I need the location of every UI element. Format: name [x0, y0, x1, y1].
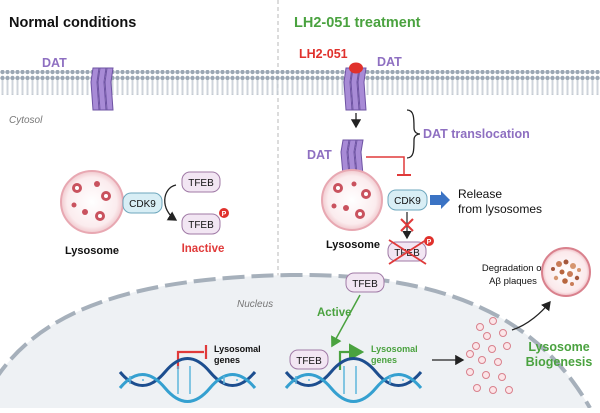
tfeb-left-bottom — [181, 213, 221, 235]
degradation-arrow — [511, 300, 551, 331]
drug-label: LH2-051 — [299, 47, 348, 61]
tfeb-nucleus — [289, 349, 329, 370]
release-label-line1: Release — [458, 187, 502, 201]
dat-transporter-right-mid — [340, 139, 364, 176]
phosphorylation-arrow-left — [164, 184, 178, 221]
inactive-label: Inactive — [182, 243, 225, 255]
new-lysosomes-cluster — [466, 317, 513, 394]
cytosol-label: Cytosol — [9, 115, 43, 126]
phospho-badge-left-text: P — [222, 211, 227, 218]
nucleus-label: Nucleus — [237, 299, 273, 310]
lysosome-right — [321, 169, 383, 231]
header-normal: Normal conditions — [9, 15, 136, 31]
lysosome-biogenesis-line2: Biogenesis — [526, 355, 593, 369]
dat-translocation-label: DAT translocation — [423, 127, 530, 141]
dat-transporter-left — [90, 67, 114, 111]
blocked-cross-2 — [400, 218, 414, 232]
header-treatment: LH2-051 treatment — [294, 15, 421, 31]
lyso-genes-left-line2: genes — [214, 355, 240, 365]
dat-label-right-mid: DAT — [307, 148, 332, 162]
cdk9-left — [122, 192, 163, 214]
lysosome-left — [60, 170, 124, 234]
cdk9-right — [387, 189, 428, 211]
translocation-brace — [406, 109, 421, 159]
release-arrow — [430, 191, 450, 209]
phospho-badge-right-text: P — [427, 239, 432, 246]
release-label-line2: from lysosomes — [458, 202, 542, 216]
tfeb-left-top — [181, 171, 221, 193]
phospho-badge-right — [424, 236, 434, 246]
degradation-label-line1: Degradation of — [482, 263, 545, 274]
dna-helix-left — [118, 357, 257, 403]
cdk9-label-right: CDK9 — [394, 196, 421, 207]
tfeb-free — [345, 272, 385, 293]
dat-inhibit-line — [366, 156, 405, 175]
active-label: Active — [317, 307, 352, 319]
degradation-label-line2: Aβ plaques — [489, 276, 537, 287]
tfeb-label-free: TFEB — [352, 279, 378, 290]
drug-molecule — [349, 62, 363, 74]
tfeb-strike-2 — [388, 239, 427, 265]
dna-helix-right — [284, 357, 423, 403]
lyso-genes-right-line2: genes — [371, 355, 397, 365]
lysosome-biogenesis-line1: Lysosome — [528, 340, 589, 354]
cdk9-label-left: CDK9 — [129, 199, 156, 210]
phospho-badge-left — [219, 208, 229, 218]
cell-membrane — [0, 70, 600, 95]
lyso-genes-right-line1: Lysosomal — [371, 344, 418, 354]
tfeb-label-left-bottom: TFEB — [188, 220, 214, 231]
tfeb-label-left-top: TFEB — [188, 178, 214, 189]
tfeb-label-nucleus: TFEB — [296, 356, 322, 367]
dat-label-right-top: DAT — [377, 55, 402, 69]
tfeb-label-right-blocked: TFEB — [394, 248, 420, 259]
lysosome-label-left: Lysosome — [65, 245, 119, 257]
dat-label-left: DAT — [42, 56, 67, 70]
dat-transporter-right-top — [343, 67, 367, 111]
plaque-lysosome — [541, 247, 591, 297]
lyso-genes-left-line1: Lysosomal — [214, 344, 261, 354]
lysosome-label-right: Lysosome — [326, 239, 380, 251]
nuclear-import-arrow — [331, 294, 361, 348]
gene-repressed-promoter — [176, 350, 204, 369]
nuclear-envelope — [0, 272, 592, 409]
